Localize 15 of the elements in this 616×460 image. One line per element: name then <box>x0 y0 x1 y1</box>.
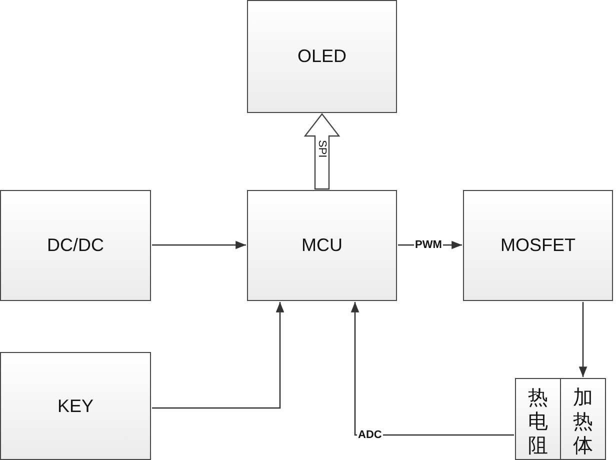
block-box: MCU <box>247 190 397 301</box>
component-box: 加热体 <box>560 378 606 460</box>
block-box: MOSFET <box>463 190 613 301</box>
arrow <box>578 302 588 377</box>
block-box: KEY <box>0 352 151 460</box>
arrow <box>350 302 514 436</box>
block-box: OLED <box>247 0 397 113</box>
edge-label: ADC <box>357 429 383 441</box>
block-box: DC/DC <box>0 190 151 301</box>
arrow <box>152 302 284 409</box>
edge-label: PWM <box>414 239 443 251</box>
edge-label: SPI <box>316 140 328 158</box>
arrow <box>152 240 246 250</box>
component-box: 热电阻 <box>515 378 561 460</box>
block-arrow <box>304 113 340 190</box>
